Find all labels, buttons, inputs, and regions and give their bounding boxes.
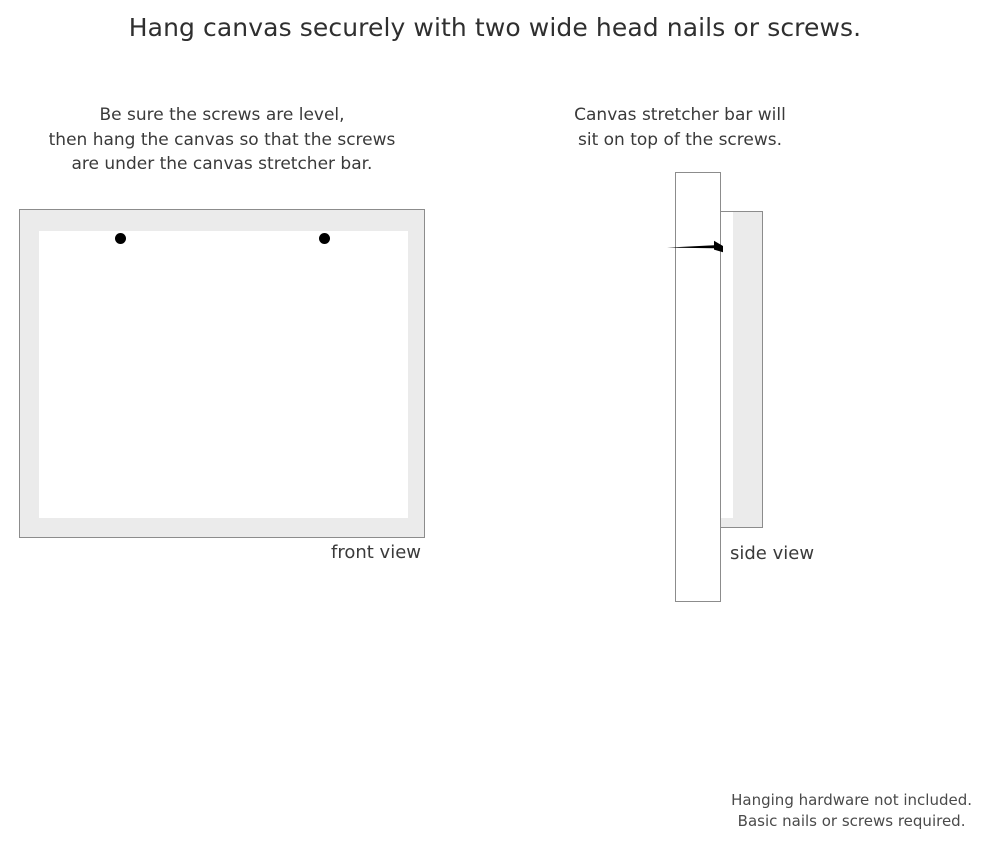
canvas-inner-surface (39, 231, 408, 518)
footer-line-1: Hanging hardware not included. (731, 791, 972, 809)
side-instruction-line-1: Canvas stretcher bar will (574, 105, 786, 125)
canvas-stretcher-bar-side (715, 211, 763, 528)
canvas-frame-front (19, 209, 425, 538)
side-view-label: side view (730, 543, 815, 564)
front-instruction-line-2: then hang the canvas so that the screws (48, 129, 396, 150)
front-view-instructions: Be sure the screws are level, then hang … (0, 103, 444, 177)
screw-dot-left-icon (115, 233, 126, 244)
page-title: Hang canvas securely with two wide head … (128, 13, 862, 42)
side-view-diagram (667, 172, 771, 603)
front-view-diagram (19, 209, 425, 538)
footer-note: Hanging hardware not included. Basic nai… (731, 790, 972, 832)
screw-dot-right-icon (319, 233, 330, 244)
front-view-label: front view (331, 542, 421, 563)
wall-board-side (675, 172, 721, 602)
front-instruction-line-3: are under the canvas stretcher bar. (71, 154, 373, 174)
nail-icon (667, 240, 731, 254)
side-instruction-line-2: sit on top of the screws. (577, 129, 783, 150)
side-view-instructions: Canvas stretcher bar will sit on top of … (520, 103, 840, 152)
footer-line-2: Basic nails or screws required. (737, 812, 966, 830)
front-instruction-line-1: Be sure the screws are level, (99, 105, 345, 125)
